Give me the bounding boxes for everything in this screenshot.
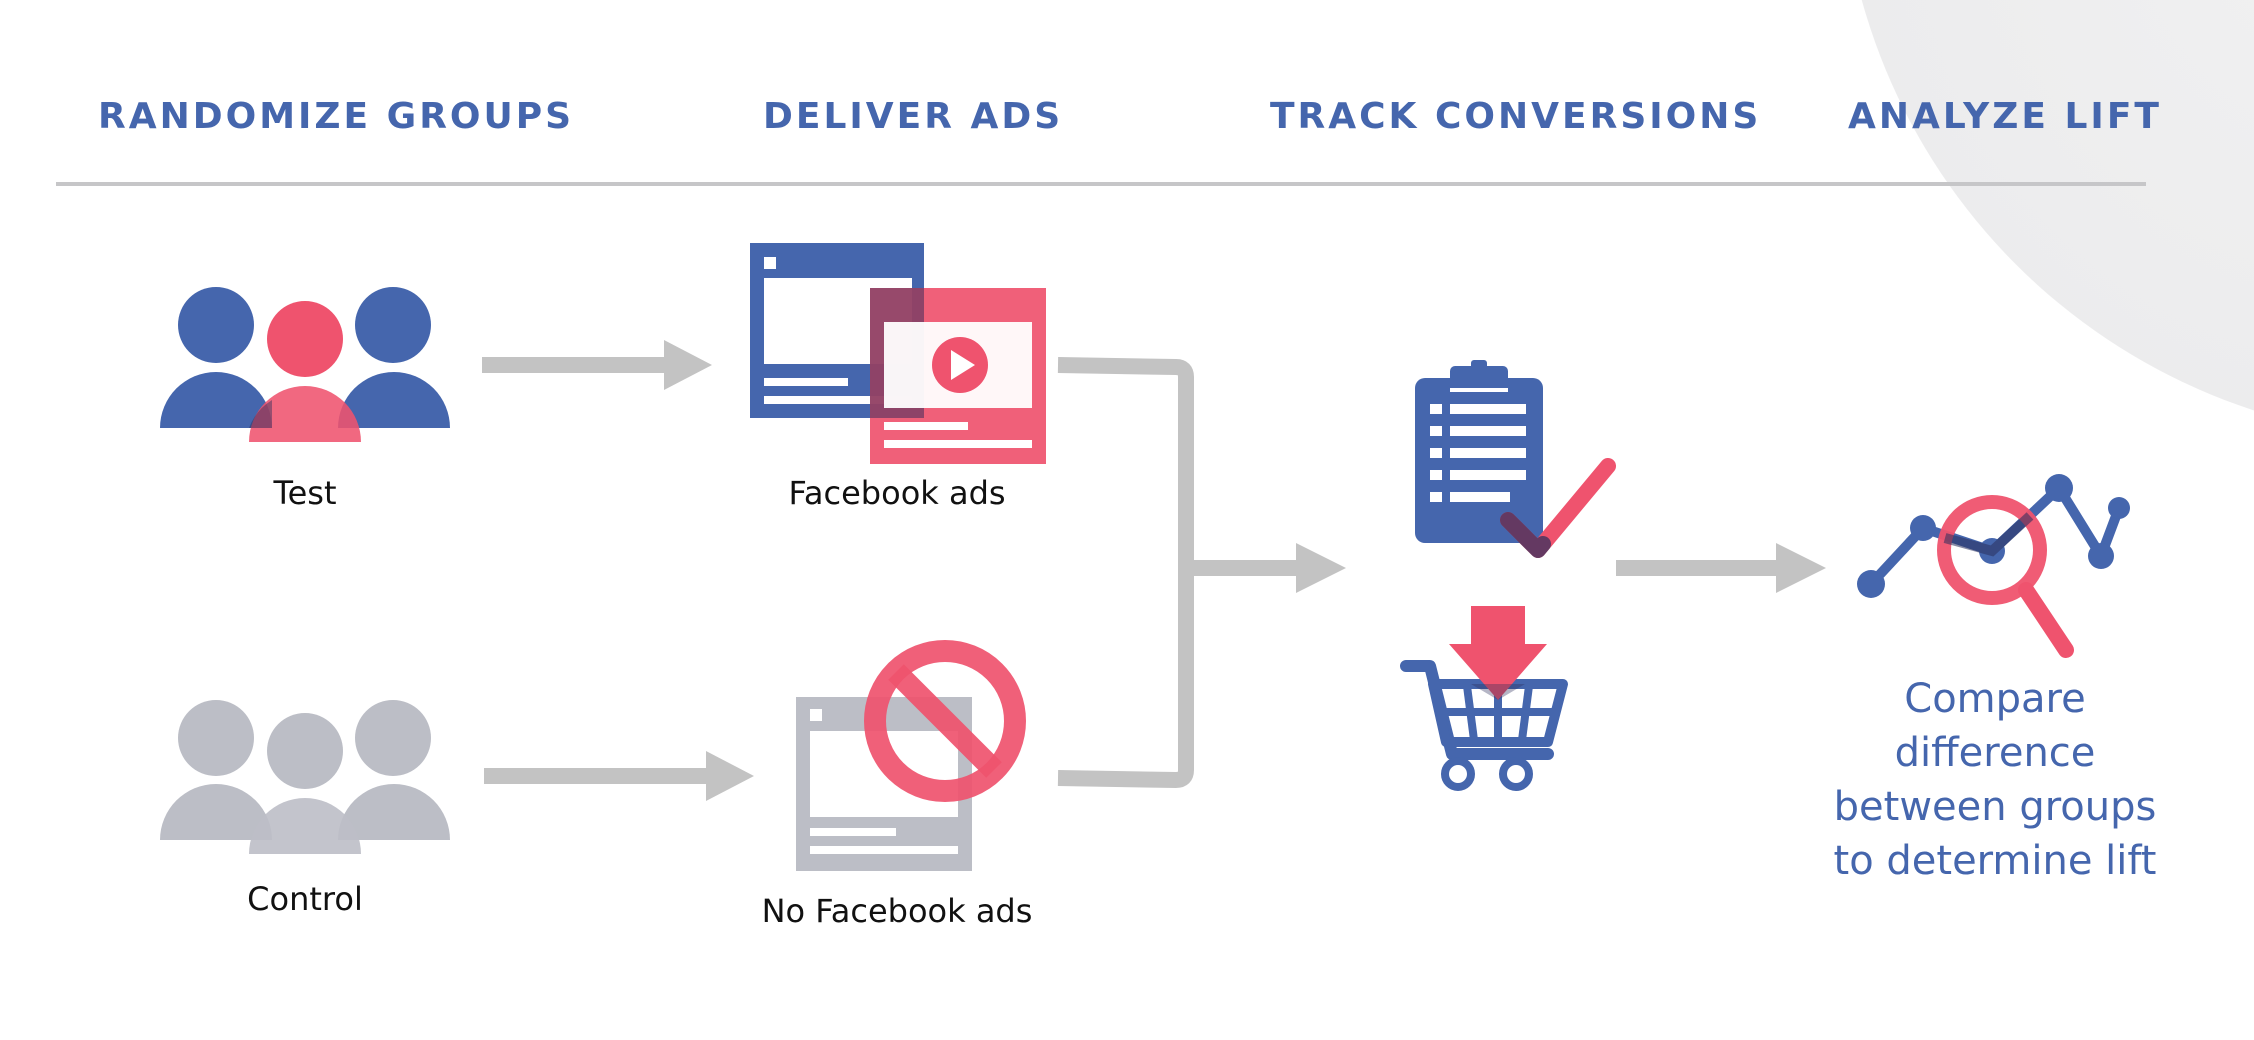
arrow-test-to-ads <box>482 340 712 390</box>
facebook-ads-icon <box>750 243 1046 464</box>
header-divider <box>56 182 2146 186</box>
arrow-merge-bracket <box>1057 357 1346 789</box>
test-group-label: Test <box>273 474 337 512</box>
header-analyze-lift: ANALYZE LIFT <box>1848 96 2162 137</box>
control-group-people-icon <box>160 700 450 854</box>
no-facebook-ads-label: No Facebook ads <box>761 892 1033 930</box>
arrow-control-to-no-ads <box>484 751 754 801</box>
checkmark-icon <box>1500 458 1616 558</box>
flow-arrows <box>482 340 1826 801</box>
prohibited-icon <box>864 640 1026 802</box>
header-randomize-groups: RANDOMIZE GROUPS <box>98 96 575 137</box>
download-arrow-icon <box>1449 606 1547 700</box>
clipboard-checklist-icon <box>1415 360 1616 558</box>
shopping-cart-icon <box>1400 606 1568 791</box>
lift-result-caption: Compare difference between groups to det… <box>1833 676 2157 884</box>
header-deliver-ads: DELIVER ADS <box>763 96 1064 137</box>
header-track-conversions: TRACK CONVERSIONS <box>1270 96 1762 137</box>
no-ads-icon <box>796 640 1026 871</box>
control-group-label: Control <box>247 880 363 918</box>
test-group-people-icon <box>160 287 450 442</box>
facebook-ads-label: Facebook ads <box>788 474 1006 512</box>
lift-chart-magnifier-icon <box>1857 474 2130 658</box>
video-play-icon <box>932 337 988 393</box>
arrow-track-to-analyze <box>1616 543 1826 593</box>
